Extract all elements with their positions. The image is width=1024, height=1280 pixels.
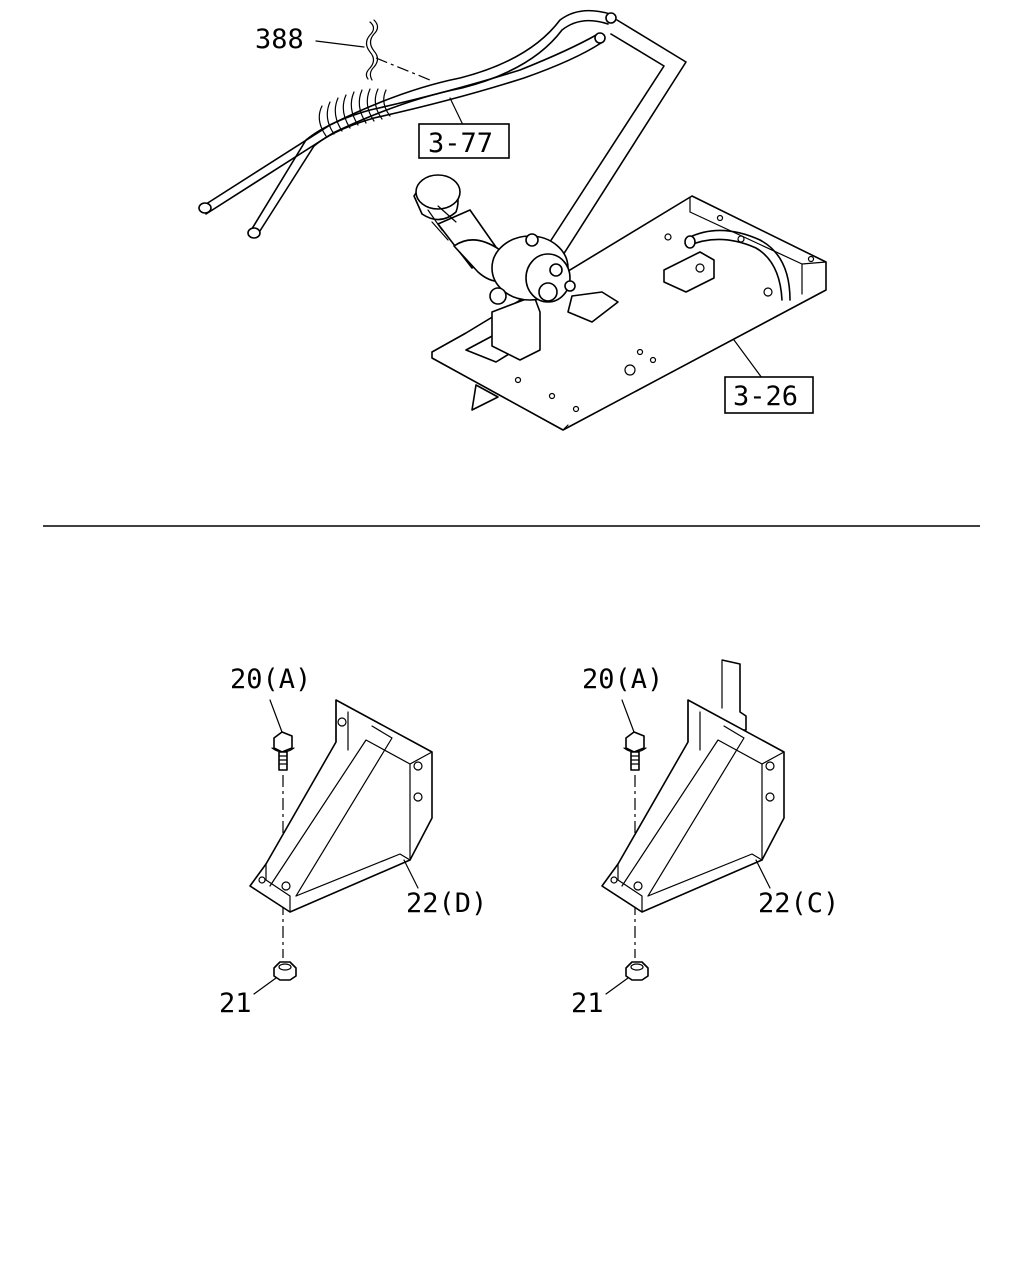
label-3-77: 3-77 — [428, 128, 493, 159]
rear-pipe-end — [684, 235, 696, 249]
leader-20a-left — [269, 699, 283, 733]
lower-left-assembly: 20(A) 22(D) 21 — [219, 664, 487, 1019]
leader-21-right — [605, 977, 629, 995]
hose-end-right — [247, 227, 261, 239]
label-388: 388 — [255, 24, 304, 55]
leader-22c — [755, 859, 771, 889]
plate-clip-hole — [695, 263, 705, 273]
label-3-26: 3-26 — [733, 381, 798, 412]
cut-leader-dashed — [375, 57, 431, 81]
bracket-22d — [249, 699, 433, 913]
label-22d: 22(D) — [406, 888, 487, 919]
label-21-left: 21 — [219, 988, 252, 1019]
label-22c: 22(C) — [758, 888, 839, 919]
nut-right — [625, 961, 649, 981]
leader-388 — [315, 40, 365, 48]
hose-end-top-2 — [594, 32, 606, 44]
nut-left — [273, 961, 297, 981]
label-21-right: 21 — [571, 988, 604, 1019]
cut-symbol — [365, 19, 379, 81]
base-plate-rear-bend — [689, 197, 827, 295]
bolt-left — [271, 731, 295, 771]
ref-box-3-77 — [418, 123, 510, 159]
hose-lower — [249, 33, 599, 233]
lower-right-assembly: 20(A) 22(C) 21 — [571, 659, 839, 1019]
leader-3-26 — [733, 339, 763, 379]
hose-end-top-1 — [605, 12, 617, 24]
upper-assembly: 388 3-77 3-26 — [198, 9, 827, 431]
base-plate-edge — [431, 357, 569, 431]
hose-lower-inner — [257, 42, 602, 235]
leader-20a-right — [621, 699, 635, 733]
control-cable — [545, 19, 687, 256]
plate-clip — [663, 251, 715, 293]
ref-box-3-26 — [724, 376, 814, 414]
hose-end-left — [198, 202, 212, 214]
base-plate-tab — [471, 384, 499, 411]
leader-21-left — [253, 977, 277, 995]
label-20a-left: 20(A) — [230, 664, 311, 695]
label-20a-right: 20(A) — [582, 664, 663, 695]
rear-pipe — [687, 229, 791, 301]
valve-assembly — [413, 174, 619, 363]
leader-3-77 — [449, 97, 464, 126]
bolt-right — [623, 731, 647, 771]
hose-upper — [202, 9, 611, 207]
hose-sleeve — [318, 88, 391, 137]
plate-holes — [514, 214, 815, 413]
leader-22d — [403, 859, 419, 889]
bracket-22c — [601, 659, 785, 913]
